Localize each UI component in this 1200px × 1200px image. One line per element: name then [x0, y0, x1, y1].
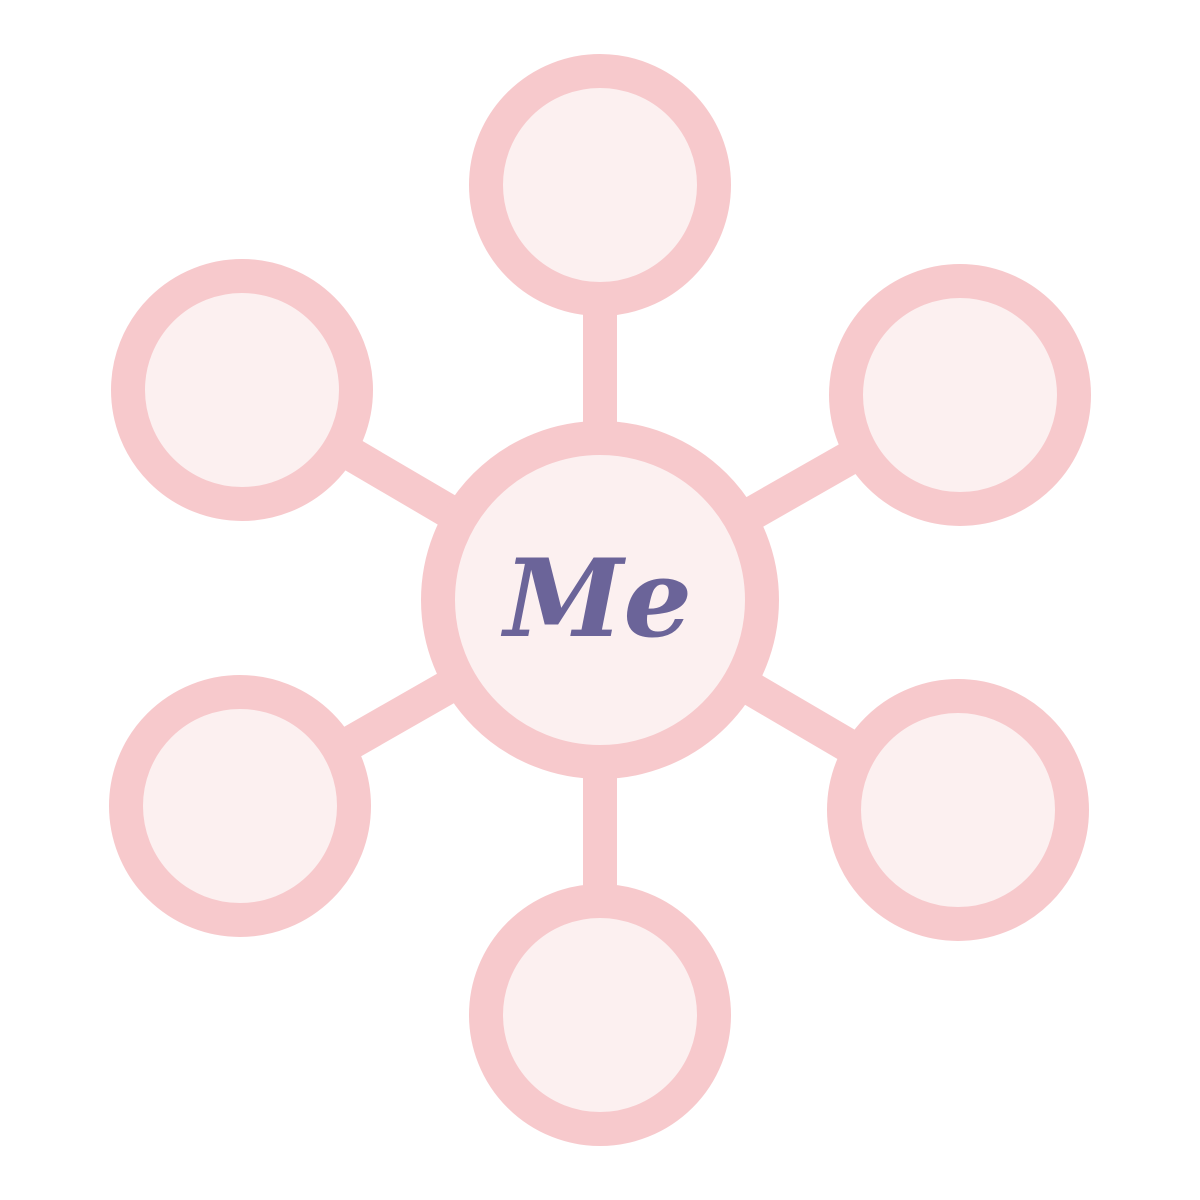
connector-group: [330, 299, 870, 901]
node-group: [109, 54, 1091, 1146]
satellite-node-upper-left: [111, 259, 373, 521]
center-node-label: Me: [500, 536, 692, 662]
center-node: [421, 421, 779, 779]
connector-lower-left: [330, 665, 468, 765]
satellite-node-top: [469, 54, 731, 316]
satellite-node-bottom: [469, 884, 731, 1146]
satellite-node-upper-right: [829, 264, 1091, 526]
center-node-group: Me: [421, 421, 779, 779]
satellite-node-lower-right: [827, 679, 1089, 941]
connector-upper-right: [732, 436, 870, 535]
connector-lower-right: [731, 667, 869, 767]
connector-upper-left: [331, 433, 469, 533]
satellite-node-lower-left: [109, 675, 371, 937]
